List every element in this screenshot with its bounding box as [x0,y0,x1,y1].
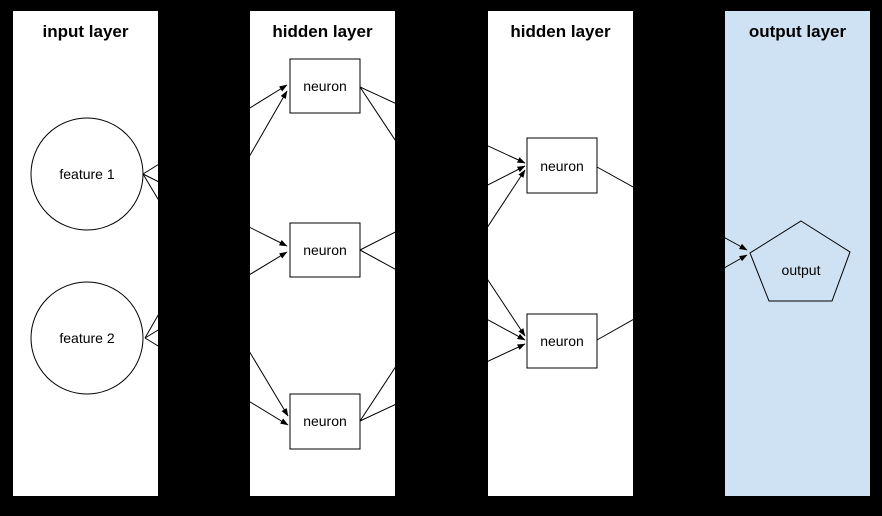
edges [142,84,748,426]
node-feature-1: feature 1 [30,117,144,231]
edge-hidden1-neuron-3-to-hidden2-neuron-2 [359,343,526,422]
hidden2-neuron-2-box [526,313,598,369]
output-layer-title: output layer [749,22,847,41]
node-hidden2-neuron-2: neuron [526,313,598,369]
hidden2-neuron-1-box [526,137,598,194]
output-pentagon [749,220,851,302]
edge-hidden1-neuron-1-to-hidden2-neuron-1 [359,86,526,164]
output-label: output [782,262,821,278]
edge-feature-1-to-hidden1-neuron-2 [142,173,288,247]
feature-2-circle [30,281,144,395]
input-layer-panel [13,11,158,496]
hidden-layer-2-title: hidden layer [510,22,611,41]
hidden1-neuron-2-box [289,222,361,278]
hidden2-neuron-1-label: neuron [540,158,584,174]
edge-hidden2-neuron-1-to-output [596,166,748,251]
edge-hidden1-neuron-1-to-hidden2-neuron-2 [359,86,526,337]
feature-1-label: feature 1 [59,166,114,182]
node-hidden1-neuron-3: neuron [289,393,361,450]
edge-feature-1-to-hidden1-neuron-1 [142,84,288,175]
hidden1-neuron-3-label: neuron [303,413,347,429]
node-hidden1-neuron-2: neuron [289,222,361,278]
hidden-layer-2-panel [488,11,633,496]
layer-column-hidden-2: hidden layer [488,11,633,496]
layer-column-input: input layer [13,11,158,496]
edge-feature-2-to-hidden1-neuron-3 [144,337,289,426]
hidden1-neuron-3-box [289,393,361,450]
edge-hidden1-neuron-3-to-hidden2-neuron-1 [359,169,526,422]
hidden1-neuron-2-label: neuron [303,242,347,258]
hidden1-neuron-1-box [289,58,361,114]
feature-2-label: feature 2 [59,330,114,346]
node-hidden2-neuron-1: neuron [526,137,598,194]
edge-hidden2-neuron-2-to-output [596,254,748,341]
input-layer-title: input layer [43,22,129,41]
edge-hidden1-neuron-2-to-hidden2-neuron-1 [359,165,526,251]
node-output: output [749,220,851,302]
hidden2-neuron-2-label: neuron [540,333,584,349]
edge-feature-2-to-hidden1-neuron-1 [144,90,288,339]
node-hidden1-neuron-1: neuron [289,58,361,114]
hidden-layer-1-title: hidden layer [272,22,373,41]
edge-feature-2-to-hidden1-neuron-2 [144,251,288,339]
hidden1-neuron-1-label: neuron [303,78,347,94]
feature-1-circle [30,117,144,231]
node-feature-2: feature 2 [30,281,144,395]
